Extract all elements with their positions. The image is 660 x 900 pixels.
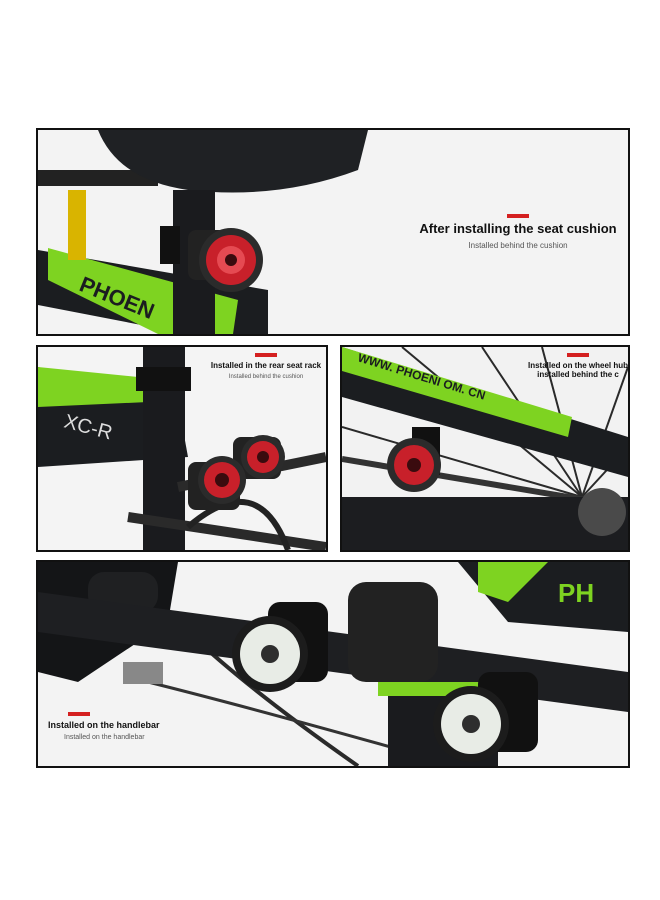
accent-bar <box>567 353 589 357</box>
accent-bar <box>68 712 90 716</box>
panel-rear-seat-rack: XC-R Installed in the rear seat rack Ins… <box>36 345 328 552</box>
rack-photo: XC-R <box>38 347 326 550</box>
rack-caption: Installed in the rear seat rack Installe… <box>206 353 326 380</box>
seat-caption-title: After installing the seat cushion <box>419 221 617 236</box>
accent-bar <box>507 214 529 218</box>
frame-brand-text: PH <box>558 578 594 608</box>
red-tail-light-icon <box>387 438 441 492</box>
seat-photo: PHOEN <box>38 130 628 334</box>
panel-seat-cushion: PHOEN After installing the seat cushion … <box>36 128 630 336</box>
seat-caption-subtitle: Installed behind the cushion <box>468 240 568 250</box>
rack-caption-subtitle: Installed behind the cushion <box>228 374 304 381</box>
white-front-light-icon <box>433 672 538 762</box>
panel-handlebar: PH Installed on the handlebar <box>36 560 630 768</box>
white-front-light-icon <box>232 602 328 692</box>
accent-bar <box>255 353 277 357</box>
wheel-photo: WWW. PHOENI OM. CN <box>342 347 628 550</box>
handlebar-caption-subtitle: Installed on the handlebar <box>64 734 145 742</box>
red-tail-light-icon <box>233 435 285 479</box>
seat-caption: After installing the seat cushion Instal… <box>408 214 628 250</box>
panel-wheel-hub: WWW. PHOENI OM. CN Installed on the whee… <box>340 345 630 552</box>
wheel-caption: Installed on the wheel hub installed beh… <box>528 353 628 379</box>
handlebar-photo: PH <box>38 562 628 766</box>
red-tail-light-icon <box>188 456 246 510</box>
rack-caption-title: Installed in the rear seat rack <box>210 361 322 370</box>
handlebar-caption-title: Installed on the handlebar <box>48 720 160 730</box>
wheel-caption-title: Installed on the wheel hub installed beh… <box>528 361 629 380</box>
handlebar-caption: Installed on the handlebar Installed on … <box>40 712 190 741</box>
